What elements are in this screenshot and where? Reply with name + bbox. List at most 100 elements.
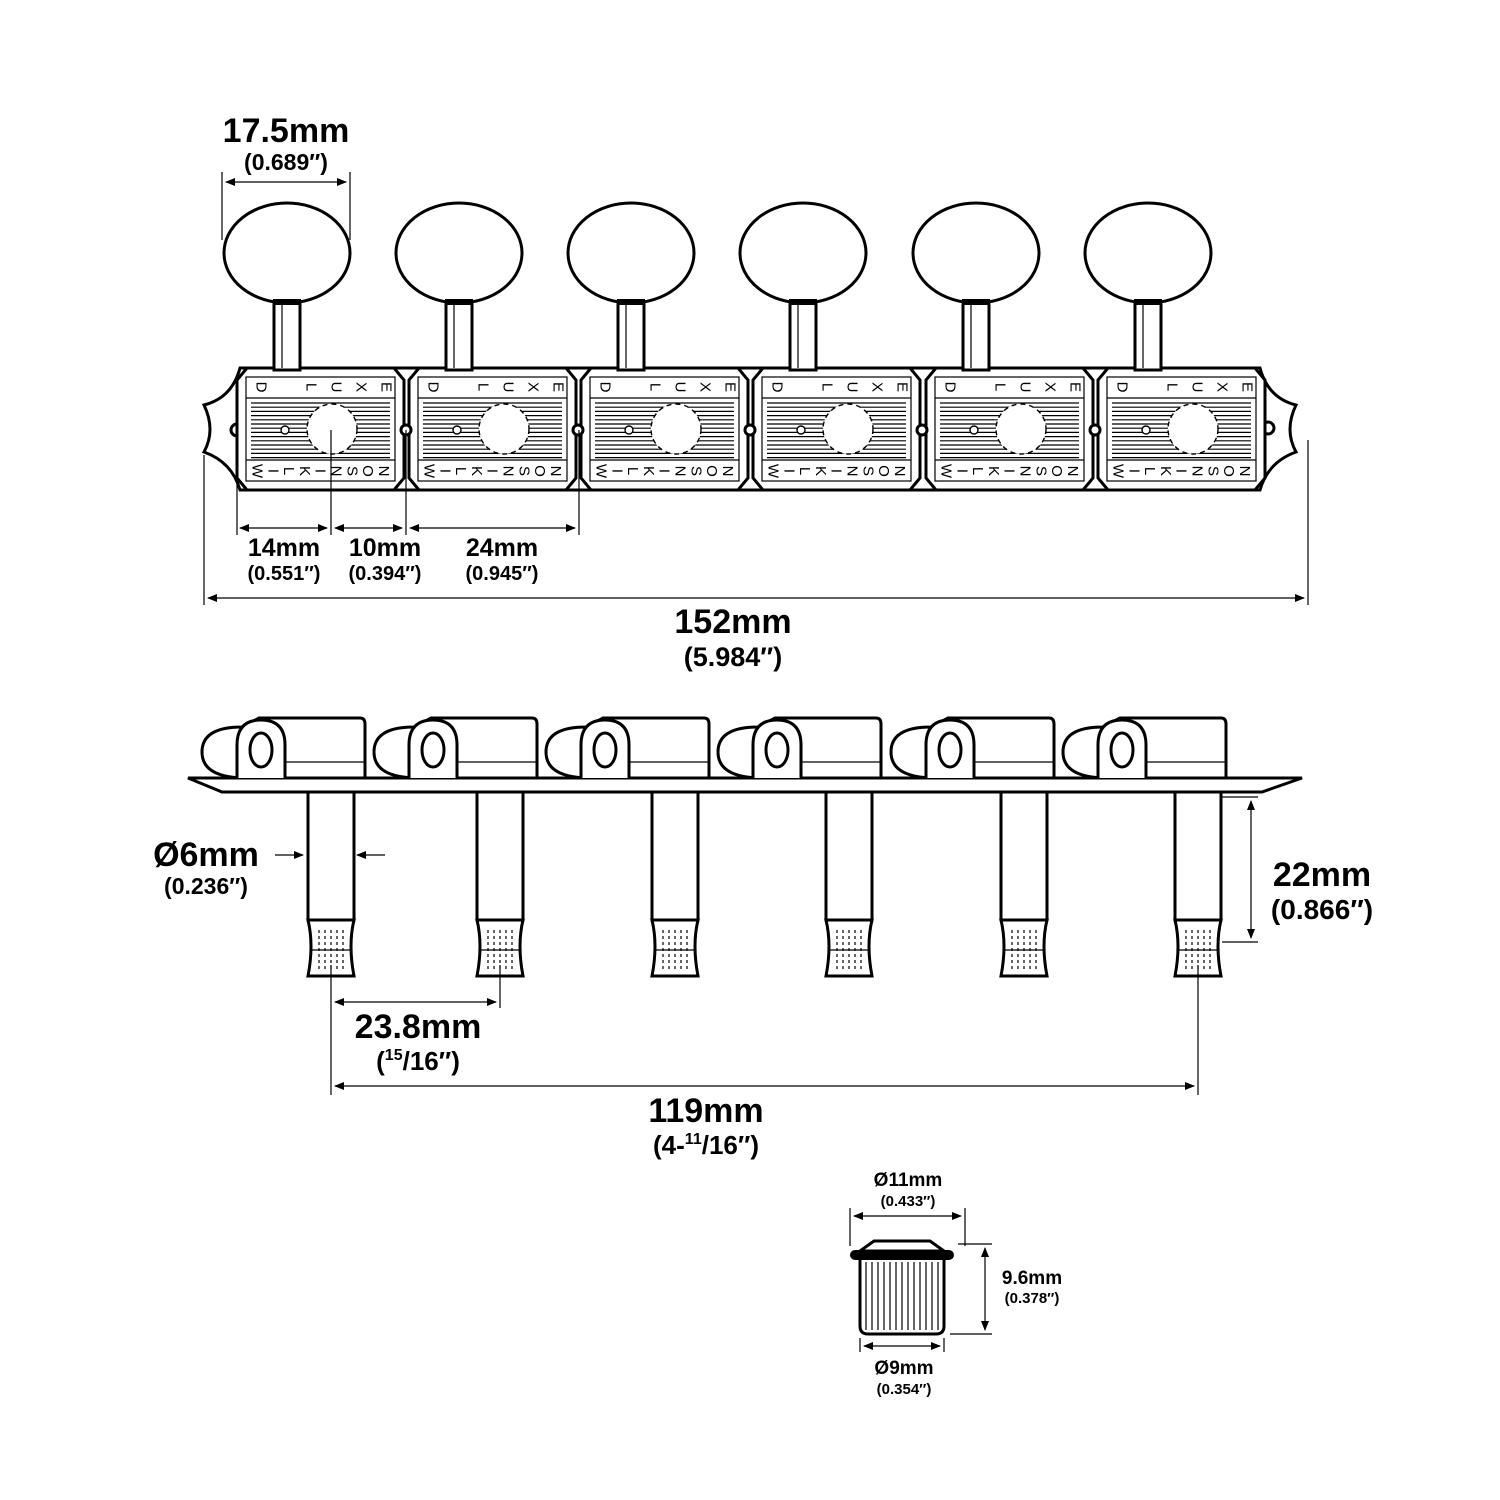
post-diameter-inch: (0.236″) [164,873,248,899]
bushing-collar [855,1239,949,1253]
brand-letter-top: D [425,382,442,393]
brand-letter-bottom: N [1064,466,1081,477]
housing-inner-border [245,376,396,482]
button-oval [1083,201,1213,305]
brand-letter-bottom: W [249,464,266,479]
brand-letter-bottom: S [1032,466,1049,476]
brand-letter-bottom: N [1189,466,1206,477]
bushing-bottom-mm: Ø9mm [874,1358,933,1379]
post-diameter-mm: Ø6mm [153,836,259,874]
button-width-inch: (0.689″) [244,149,328,175]
post-to-housing-mm: 10mm [349,534,421,562]
button-oval [566,201,696,305]
button-oval [911,201,1041,305]
gear-hidden-outline [306,403,358,455]
tuner-housing-side [889,716,1056,780]
tuner-button [222,201,352,372]
brand-letter-bottom: W [593,464,610,479]
brand-letter-top: L [303,383,320,391]
post-shaft [1173,788,1223,922]
brand-letter-bottom: N [1236,466,1253,477]
side-dimension-lines [275,796,1258,1095]
brand-letter-top: X [697,382,714,392]
post-shaft [306,788,356,922]
brand-letter-bottom: I [780,469,797,473]
tuner-button [1083,201,1213,372]
tuner-button [911,201,1041,372]
tuner-button [738,201,868,372]
button-shaft [788,298,818,372]
housing-inner-border [589,376,740,482]
gear-hidden-outline [822,403,874,455]
string-post-side [1173,788,1223,978]
edge-to-post-inch: (0.551″) [248,563,321,585]
post-to-housing-inch: (0.394″) [349,563,422,585]
brand-letter-bottom: N [1017,466,1034,477]
top-dimension-lines [203,172,1309,605]
string-post-side [475,788,525,978]
brand-letter-bottom: W [938,464,955,479]
button-ferrule [962,299,990,305]
brand-letter-top: E [378,382,395,392]
bushing-flange [850,1250,954,1260]
bushing-top-inch: (0.433″) [881,1193,936,1210]
brand-letter-bottom: N [375,466,392,477]
string-post-side [306,788,356,978]
brand-letter-bottom: L [452,467,469,475]
brand-letter-bottom: I [656,469,673,473]
brand-letter-top: E [550,382,567,392]
worm-hole [764,731,790,769]
brand-letter-top: D [253,382,270,393]
brand-letter-bottom: K [640,466,657,476]
brand-letter-top: X [869,382,886,392]
brand-letter-top: D [597,382,614,393]
brand-letter-bottom: O [703,465,720,477]
brand-letter-top: E [1067,382,1084,392]
post-shaft [824,788,874,922]
brand-letter-bottom: S [343,466,360,476]
tuner-housing-side [1061,716,1228,780]
outer-posts-mm: 119mm [648,1092,763,1130]
tuner-housing-side [200,716,367,780]
tuner-housing-side [544,716,711,780]
brand-letter-bottom: S [515,466,532,476]
post-center-mark [280,425,290,435]
brand-letter-bottom: N [500,466,517,477]
tuner-housing-side [716,716,883,780]
brand-letter-bottom: L [280,467,297,475]
housing-width-inch: (0.945″) [466,563,539,585]
brand-letter-bottom: K [1157,466,1174,476]
brand-letter-bottom: S [859,466,876,476]
brand-letter-top: E [1239,382,1256,392]
brand-letter-bottom: O [875,465,892,477]
button-width-mm: 17.5mm [223,112,350,150]
housing-joint [915,423,929,437]
brand-letter-bottom: K [985,466,1002,476]
post-shaft [650,788,700,922]
brand-letter-bottom: W [421,464,438,479]
housing-joint [743,423,757,437]
button-shaft [1133,298,1163,372]
brand-letter-top: D [942,382,959,393]
brand-letter-top: L [475,383,492,391]
gear-hidden-outline [1167,403,1219,455]
brand-letter-bottom: L [1141,467,1158,475]
brand-letter-top: L [1164,383,1181,391]
post-center-mark [452,425,462,435]
brand-letter-top: E [722,382,739,392]
brand-letter-bottom: N [891,466,908,477]
bushing [850,1239,954,1336]
brand-letter-top: X [353,382,370,392]
edge-to-post-mm: 14mm [248,534,320,562]
brand-letter-bottom: L [796,467,813,475]
tuner-button [566,201,696,372]
brand-letter-bottom: N [844,466,861,477]
brand-letter-bottom: I [953,469,970,473]
button-shaft [444,298,474,372]
bushing-dimension-lines [849,1208,992,1352]
